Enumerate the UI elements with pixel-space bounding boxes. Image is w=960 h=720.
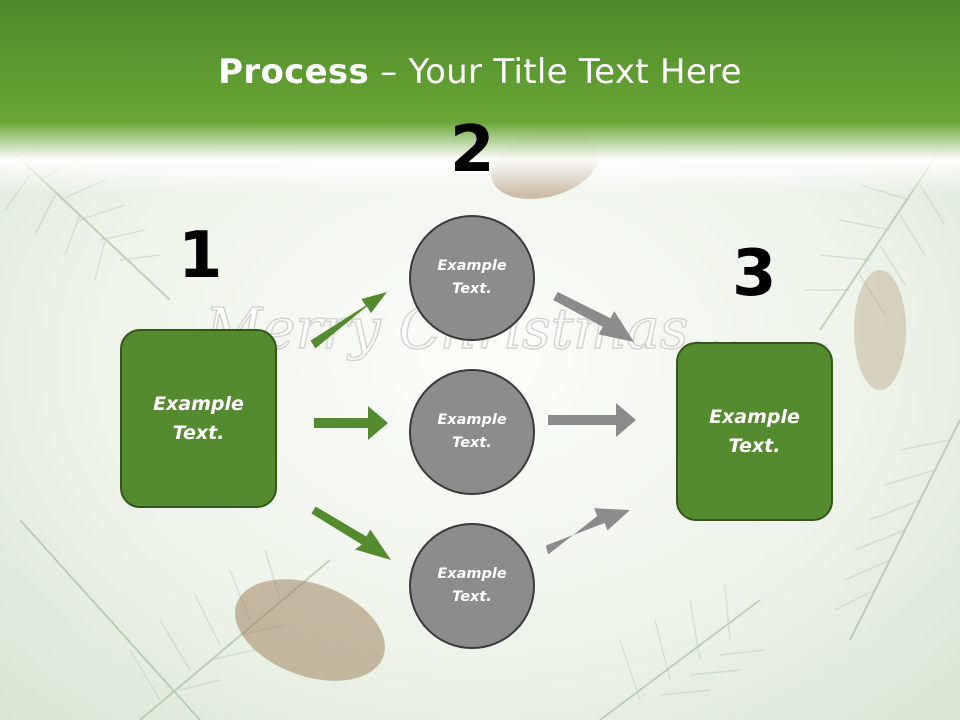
title-bold: Process xyxy=(218,52,370,92)
gray-arrow-down xyxy=(553,292,634,342)
green-arrow-up xyxy=(310,292,387,349)
bottom-circle-text: Example Text. xyxy=(437,566,507,605)
step-number-3: 3 xyxy=(732,237,777,311)
title-band xyxy=(0,0,960,195)
merry-christmas-background-text: Merry Christmas... xyxy=(204,297,742,362)
gray-arrow-up xyxy=(545,508,630,555)
middle-circle-text: Example Text. xyxy=(437,412,507,451)
green-arrow-straight xyxy=(314,406,388,440)
gray-arrow-straight xyxy=(548,403,636,437)
title-rest: – Your Title Text Here xyxy=(369,52,742,92)
top-circle-text: Example Text. xyxy=(437,258,507,297)
right-process-box[interactable]: Example Text. xyxy=(676,342,833,521)
middle-circle[interactable]: Example Text. xyxy=(409,369,535,495)
bottom-circle[interactable]: Example Text. xyxy=(409,523,535,649)
step-number-1: 1 xyxy=(178,219,223,293)
green-arrow-down xyxy=(311,506,391,560)
right-box-text: Example Text. xyxy=(709,405,800,457)
slide-title: Process – Your Title Text Here xyxy=(0,52,960,92)
top-circle[interactable]: Example Text. xyxy=(409,215,535,341)
left-process-box[interactable]: Example Text. xyxy=(120,329,277,508)
step-number-2: 2 xyxy=(450,113,495,187)
left-box-text: Example Text. xyxy=(153,392,244,444)
